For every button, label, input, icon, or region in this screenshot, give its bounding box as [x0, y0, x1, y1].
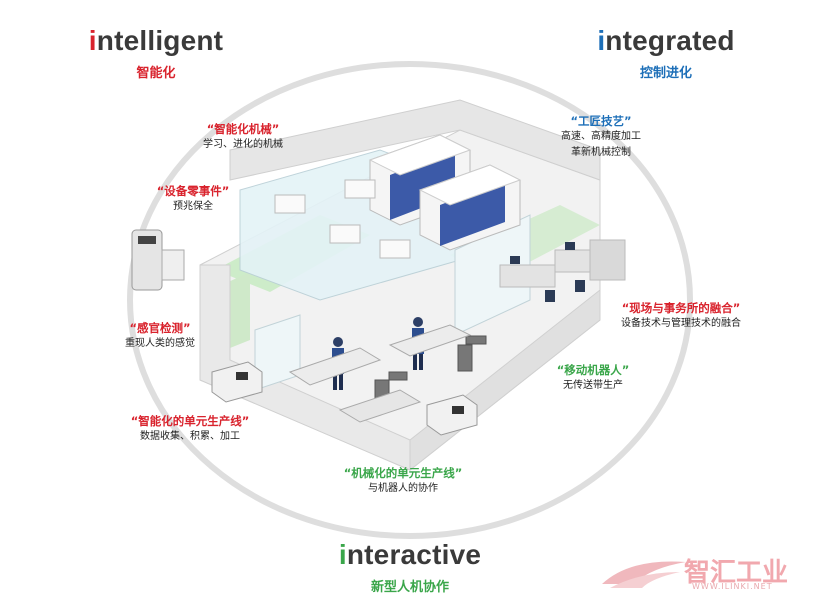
watermark-swoosh-icon [602, 561, 686, 588]
heading-integrated-sub: 控制进化 [639, 66, 692, 81]
service-robot-left [131, 229, 185, 291]
heading-interactive-word: interactive [338, 539, 482, 570]
watermark-text: 智汇工业 [684, 558, 789, 588]
cnc-machine-2 [418, 164, 522, 251]
mobile-robot-center [426, 394, 478, 436]
watermark: 智汇工业 WWW.ILINKI.NET [600, 548, 810, 598]
label-smart-cell-line: “智能化的单元生产线” 数据收集、积累、加工 [130, 414, 250, 442]
label-mech-cell-line: “机械化的单元生产线” 与机器人的协作 [343, 466, 463, 494]
label-sensing: “感官检测” 重现人类的感觉 [125, 321, 195, 349]
heading-integrated: integrated 控制进化 [586, 25, 746, 82]
label-site-office: “现场与事务所的融合” 设备技术与管理技术的融合 [621, 301, 741, 329]
label-mobile-robot: “移动机器人” 无传送带生产 [556, 363, 630, 391]
heading-interactive: interactive 新型人机协作 [320, 539, 500, 596]
heading-interactive-sub: 新型人机协作 [370, 580, 449, 595]
mobile-robot-left [211, 361, 263, 403]
label-craft-tech: “工匠技艺” 高速、高精度加工 革新机械控制 [561, 114, 641, 158]
heading-intelligent-sub: 智能化 [136, 66, 176, 81]
watermark-url: WWW.ILINKI.NET [692, 582, 773, 591]
heading-intelligent-word: intelligent [88, 25, 224, 56]
heading-integrated-word: integrated [597, 25, 735, 56]
heading-intelligent: intelligent 智能化 [76, 25, 236, 82]
label-smart-machine: “智能化机械” 学习、进化的机械 [203, 122, 283, 150]
label-zero-incident: “设备零事件” 预兆保全 [156, 184, 230, 212]
